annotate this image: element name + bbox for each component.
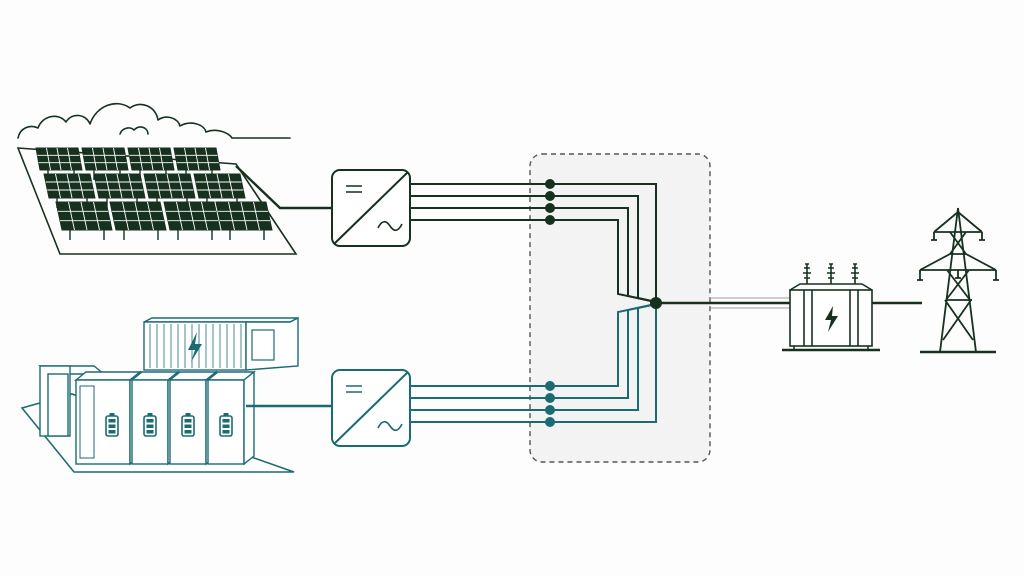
combiner-box-icon [529,153,711,463]
solar-panel-icon [215,201,273,240]
solar-inverter [331,169,411,247]
lightning-bolt-icon [188,332,202,362]
cloud-icon [17,102,291,139]
battery-cabinet-icon [74,370,142,466]
solar-feed-wire [235,165,332,210]
battery-system [20,316,299,473]
solar-panel-icon [163,201,221,240]
solar-panel-icon [81,147,129,180]
transmission-tower-icon [917,207,999,354]
battery-inverter [331,369,411,447]
solar-panel-icon [109,201,167,240]
lightning-bolt-icon [825,306,838,332]
battery-container-icon [143,316,299,371]
battery-string-lines [410,303,657,423]
solar-panel-icon [55,201,113,240]
battery-cabinet-icon [206,370,256,466]
solar-panel-icon [43,173,96,208]
solar-string-lines [410,183,657,303]
transformer-bushings [803,263,859,284]
battery-level-icon [105,413,119,437]
solar-junction-nodes [545,179,555,225]
solar-farm-icon [16,147,298,255]
transformer-icon [782,263,880,352]
battery-level-icon [143,413,157,437]
output-bus [656,297,790,309]
battery-level-icon [181,413,195,437]
solar-panel-icon [93,173,146,208]
battery-level-icon [219,413,233,437]
solar-panel-icon [173,147,221,180]
battery-junction-nodes [545,381,555,427]
